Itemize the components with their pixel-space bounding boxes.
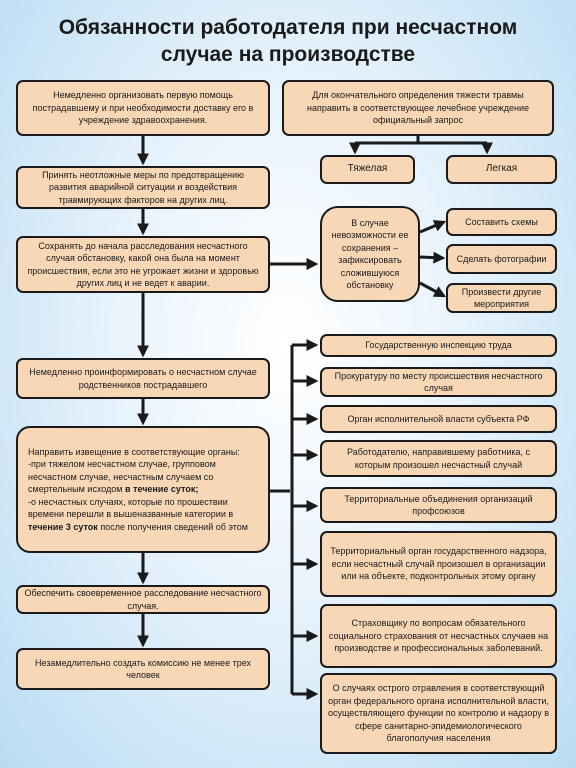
severity-heavy: Тяжелая: [320, 155, 415, 184]
action-other-measures: Произвести другие мероприятия: [446, 283, 557, 313]
case-fix-scene: В случае невозможности ее сохранения – з…: [320, 206, 420, 302]
page-title: Обязанности работодателя при несчастном …: [0, 14, 576, 68]
step-preserve-scene: Сохранять до начала расследования несчас…: [16, 236, 270, 293]
arrow-case-photo: [419, 251, 446, 264]
recipient-trade-unions: Территориальные объединения организаций …: [320, 487, 557, 523]
step-ensure-investigation: Обеспечить своевременное расследование н…: [16, 585, 270, 614]
step-inform-relatives: Немедленно проинформировать о несчастном…: [16, 358, 270, 399]
arrow-case-scheme: [419, 220, 447, 234]
recipient-prosecutor: Прокуратуру по месту происшествия несчас…: [320, 367, 557, 397]
recipient-state-supervision: Территориальный орган государственного н…: [320, 531, 557, 597]
action-draw-schemes: Составить схемы: [446, 208, 557, 236]
step-prevent-emergency: Принять неотложные меры по предотвращени…: [16, 166, 270, 209]
step-first-aid: Немедленно организовать первую помощь по…: [16, 80, 270, 136]
recipient-insurer: Страховщику по вопросам обязательного со…: [320, 604, 557, 668]
recipient-sending-employer: Работодателю, направившему работника, с …: [320, 440, 557, 477]
recipient-regional-authority: Орган исполнительной власти субъекта РФ: [320, 405, 557, 433]
step-request-severity: Для окончательного определения тяжести т…: [282, 80, 554, 136]
action-take-photos: Сделать фотографии: [446, 244, 557, 274]
recipient-sanitary-authority: О случаях острого отравления в соответст…: [320, 673, 557, 754]
recipient-labor-inspection: Государственную инспекцию труда: [320, 334, 557, 357]
severity-light: Легкая: [446, 155, 557, 184]
arrow-case-other: [419, 281, 447, 298]
title-line-1: Обязанности работодателя при несчастном: [58, 16, 518, 39]
title-line-2: случае на производстве: [160, 43, 416, 66]
step-create-commission: Незамедлительно создать комиссию не мене…: [16, 648, 270, 690]
step-send-notice: Направить извещение в соответствующие ор…: [16, 426, 270, 553]
